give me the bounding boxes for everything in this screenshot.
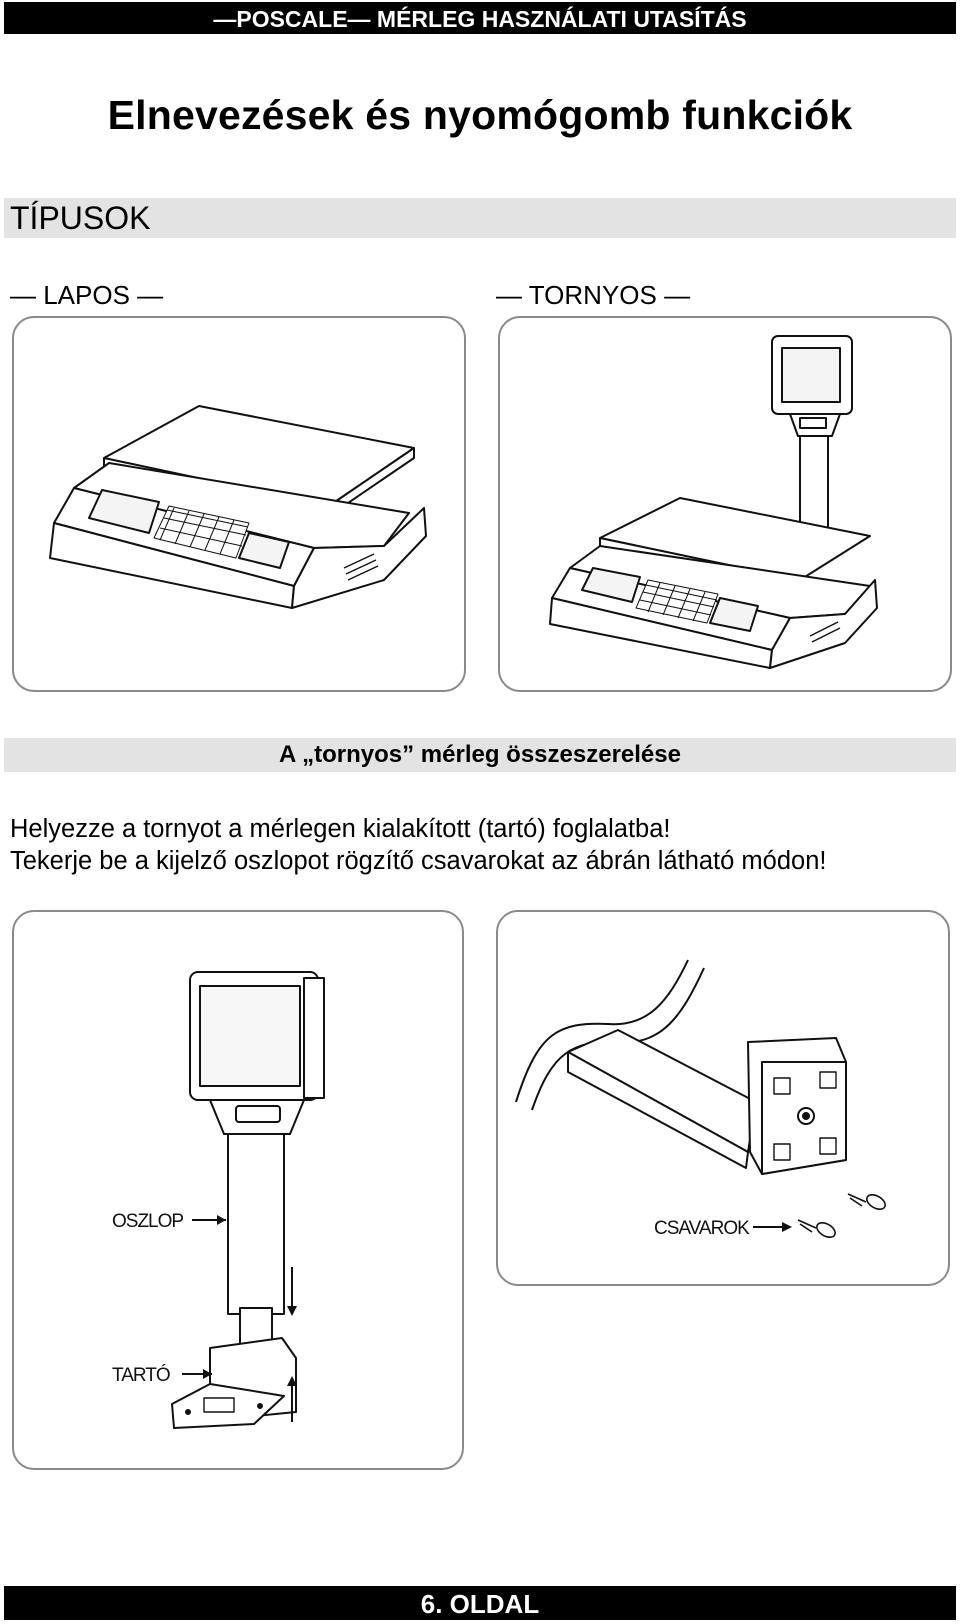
flat-scale-figure (12, 316, 466, 692)
column-holder-figure: OSZLOP TARTÓ (12, 910, 464, 1470)
assembly-section-heading: A „tornyos” mérleg összeszerelése (4, 738, 956, 772)
header-title: —POSCALE— MÉRLEG HASZNÁLATI UTASÍTÁS (213, 6, 747, 32)
keypad-grid (153, 505, 250, 559)
assembly-instructions: Helyezze a tornyot a mérlegen kialakítot… (10, 813, 826, 877)
instruction-line-2: Tekerje be a kijelző oszlopot rögzítő cs… (10, 847, 827, 875)
screws-figure: CSAVAROK (496, 910, 950, 1286)
flat-scale-label: — LAPOS — (10, 280, 164, 310)
tower-scale-label: — TORNYOS — (496, 280, 691, 310)
document-footer: 6. OLDAL (4, 1586, 956, 1620)
types-heading-text: TÍPUSOK (10, 200, 151, 236)
holder-label: TARTÓ (112, 1364, 170, 1386)
document-header: —POSCALE— MÉRLEG HASZNÁLATI UTASÍTÁS (4, 2, 956, 34)
screw-icon (797, 1193, 886, 1239)
types-section-heading: TÍPUSOK (4, 198, 956, 238)
instruction-line-1: Helyezze a tornyot a mérlegen kialakítot… (10, 815, 671, 843)
assembly-heading-text: A „tornyos” mérleg összeszerelése (279, 741, 681, 768)
page-number: 6. OLDAL (420, 1589, 540, 1619)
tower-scale-figure (498, 316, 952, 692)
page-title: Elnevezések és nyomógomb funkciók (107, 92, 853, 138)
column-label: OSZLOP (112, 1211, 183, 1232)
screws-label: CSAVAROK (654, 1218, 750, 1239)
